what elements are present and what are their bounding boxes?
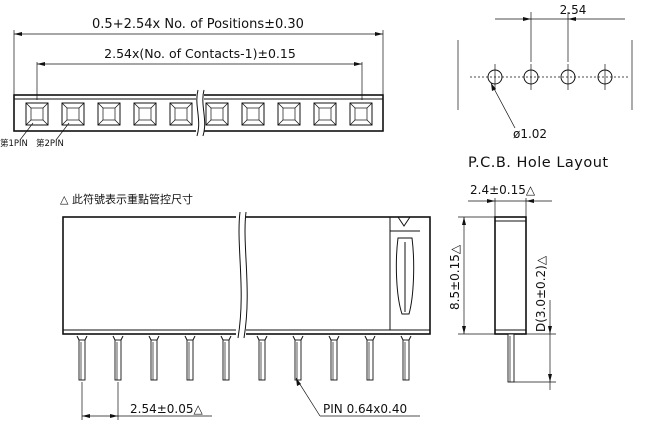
- contact-cell: [349, 102, 373, 126]
- pin: [148, 335, 160, 381]
- pin-pitch-label: 2.54±0.05△: [130, 402, 203, 416]
- pcb-hole: [487, 64, 503, 90]
- contact-cell: [169, 102, 193, 126]
- arrow-icon: [491, 83, 496, 91]
- arrow-icon: [296, 378, 301, 386]
- top-view: 0.5+2.54x No. of Positions±0.30 2.54x(No…: [0, 17, 384, 149]
- contact-cell: [241, 102, 265, 126]
- arrow-icon: [548, 374, 552, 382]
- side-view: 2.4±0.15△ 8.5±0.15△ D(3.0±0.2)△: [448, 183, 556, 390]
- pin1-label: 第1PIN: [0, 138, 28, 149]
- pcb-layout-title: P.C.B. Hole Layout: [468, 155, 609, 171]
- front-view: △ 此符號表示重點管控尺寸: [60, 192, 431, 420]
- arrow-icon: [548, 326, 552, 334]
- pitch-label: 2.54: [560, 3, 587, 17]
- pcb-hole-layout: 2.54 ø1.02 P.C.B. Hole Layout: [457, 3, 633, 171]
- width-label: 2.4±0.15△: [470, 183, 536, 197]
- critical-dimension-note: △ 此符號表示重點管控尺寸: [60, 192, 193, 206]
- contact-cell: [277, 102, 301, 126]
- pcb-hole: [560, 64, 576, 90]
- connector-body-side: [494, 216, 527, 335]
- connector-body-front: [62, 216, 431, 335]
- pin2-leader: [55, 122, 70, 141]
- pcb-hole: [523, 64, 539, 90]
- contact-cell: [97, 102, 121, 126]
- pin: [256, 335, 268, 381]
- arrow-icon: [375, 32, 383, 36]
- pin: [328, 335, 340, 381]
- arrow-icon: [487, 199, 495, 203]
- contact-cell: [133, 102, 157, 126]
- hole-leader: [490, 82, 516, 129]
- pin: [184, 335, 196, 381]
- pin: [76, 335, 88, 381]
- pin: [400, 335, 412, 381]
- pins: [76, 335, 412, 381]
- pin: [364, 335, 376, 381]
- contact-cell: [61, 102, 85, 126]
- arrow-icon: [568, 17, 576, 21]
- pin2-label: 第2PIN: [36, 138, 64, 149]
- pin: [292, 335, 304, 381]
- pcb-hole: [597, 64, 613, 90]
- arrow-icon: [14, 32, 22, 36]
- side-pin: [507, 333, 515, 383]
- pin: [112, 335, 124, 381]
- break-mark: [236, 211, 248, 339]
- contact-spring-detail: [389, 216, 420, 330]
- arrow-icon: [37, 62, 45, 66]
- break-mark: [196, 89, 206, 137]
- contact-cell: [313, 102, 337, 126]
- overall-length-label: 0.5+2.54x No. of Positions±0.30: [92, 17, 304, 32]
- hole-dia-label: ø1.02: [513, 127, 547, 141]
- arrow-icon: [462, 326, 466, 334]
- height-label: 8.5±0.15△: [448, 244, 462, 310]
- arrow-icon: [82, 414, 90, 418]
- contact-cell: [25, 102, 49, 126]
- pin-size-label: PIN 0.64x0.40: [323, 402, 407, 416]
- arrow-icon: [523, 17, 531, 21]
- arrow-icon: [462, 217, 466, 225]
- contact-cell: [205, 102, 229, 126]
- pin1-leader: [19, 122, 34, 141]
- arrow-icon: [110, 414, 118, 418]
- contact-cells: [25, 102, 373, 126]
- depth-label: D(3.0±0.2)△: [534, 255, 548, 332]
- arrow-icon: [526, 199, 534, 203]
- arrow-icon: [354, 62, 362, 66]
- pin: [220, 335, 232, 381]
- pitch-span-label: 2.54x(No. of Contacts-1)±0.15: [104, 46, 296, 61]
